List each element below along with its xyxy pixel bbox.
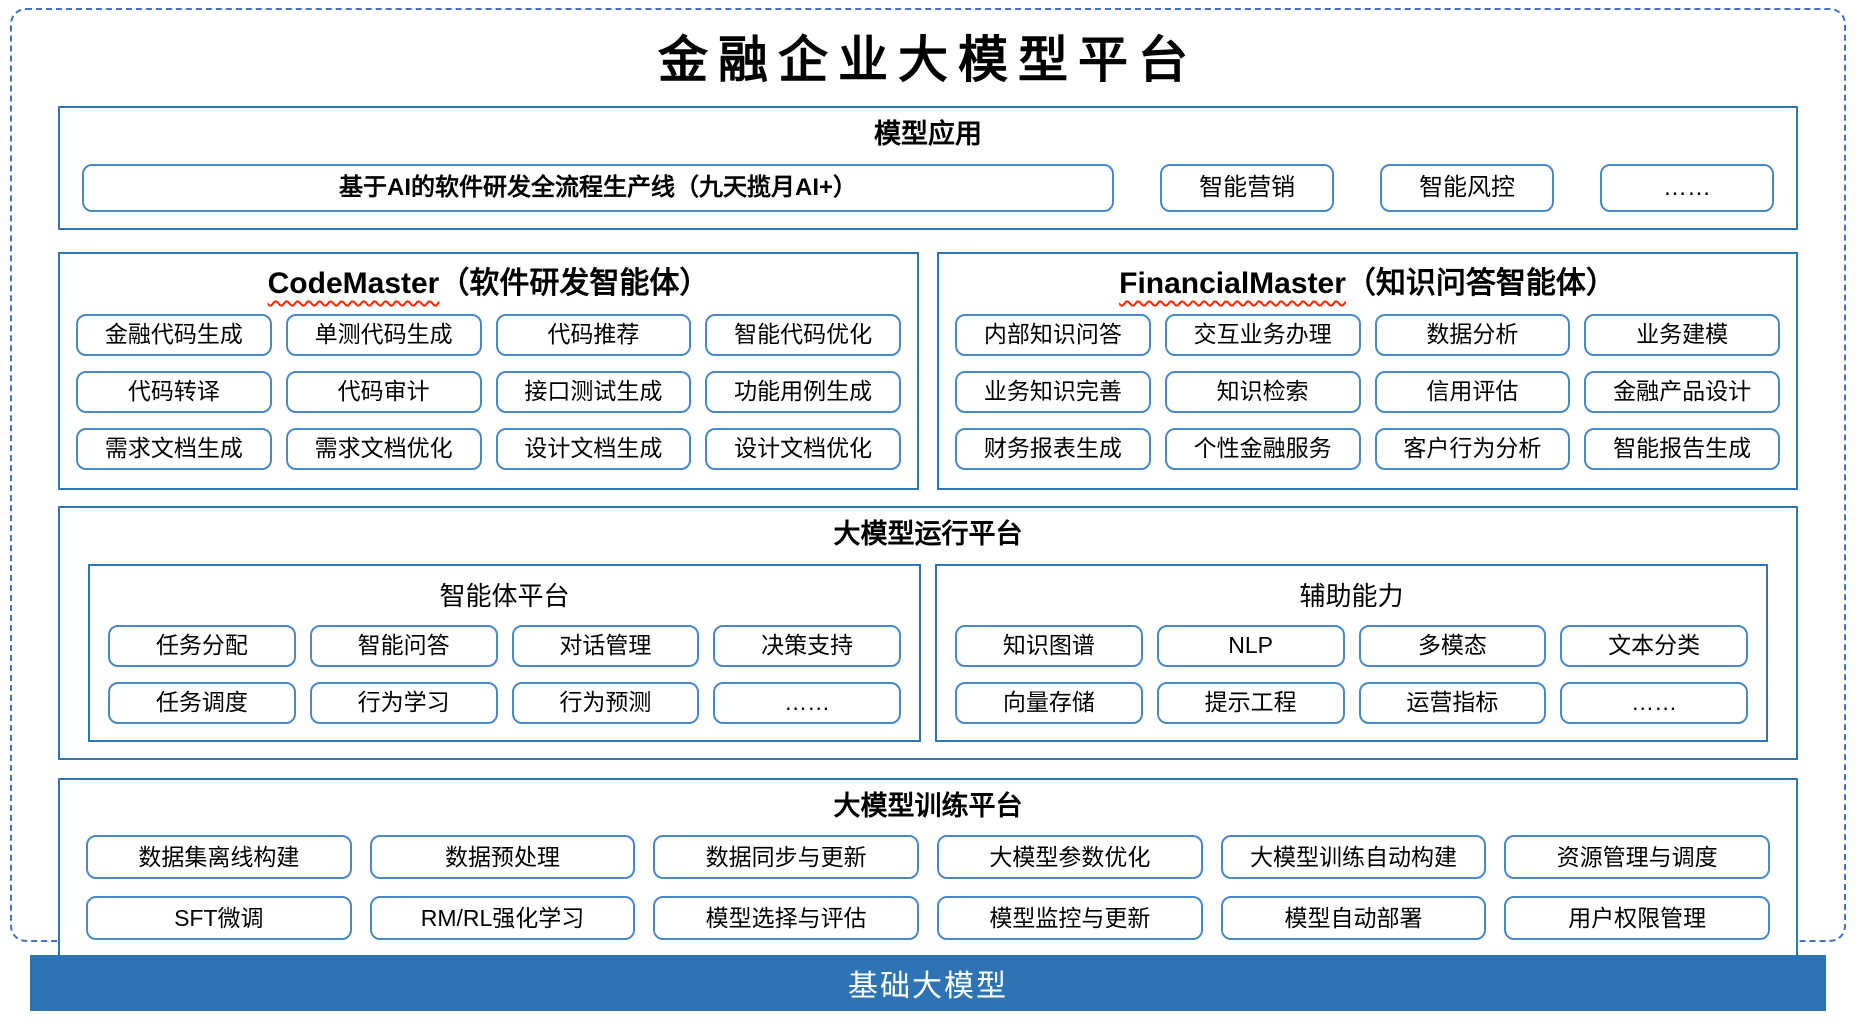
diagram-item: 行为预测 [511, 681, 700, 724]
item-smart-marketing: 智能营销 [1160, 163, 1335, 212]
diagram-item: 对话管理 [511, 624, 700, 667]
codemaster-grid: 金融代码生成 单测代码生成 代码推荐 智能代码优化 代码转译 代码审计 接口测试… [76, 313, 901, 470]
diagram-item: SFT微调 [86, 896, 352, 941]
diagram-item: NLP [1156, 624, 1345, 667]
subsection-agent-platform: 智能体平台 任务分配 智能问答 对话管理 决策支持 任务调度 行为学习 行为预测… [88, 563, 921, 742]
diagram-item: …… [1560, 681, 1748, 724]
diagram-item: 内部知识问答 [955, 313, 1151, 356]
item-smart-risk-control: 智能风控 [1380, 163, 1555, 212]
diagram-item: 知识检索 [1164, 370, 1361, 413]
foundation-model-label: 基础大模型 [848, 970, 1008, 1003]
diagram-item: 数据分析 [1374, 313, 1571, 356]
diagram-item: 智能问答 [309, 624, 498, 667]
diagram-item: 知识图谱 [955, 624, 1143, 667]
diagram-item: 客户行为分析 [1374, 427, 1571, 470]
model-application-row: 基于AI的软件研发全流程生产线（九天揽月AI+） 智能营销 智能风控 …… [74, 163, 1782, 212]
diagram-item: 需求文档优化 [285, 427, 482, 470]
subsection-auxiliary-capability: 辅助能力 知识图谱 NLP 多模态 文本分类 向量存储 提示工程 运营指标 …… [935, 563, 1768, 742]
diagram-item: RM/RL强化学习 [369, 896, 636, 941]
training-platform-title: 大模型训练平台 [833, 790, 1023, 821]
diagram-item: 业务建模 [1584, 313, 1780, 356]
diagram-item: 向量存储 [955, 681, 1143, 724]
model-application-title: 模型应用 [874, 119, 982, 149]
diagram-item: 接口测试生成 [495, 370, 692, 413]
diagram-item: 设计文档生成 [495, 427, 692, 470]
diagram-item: …… [713, 681, 901, 724]
agents-row: CodeMaster（软件研发智能体） 金融代码生成 单测代码生成 代码推荐 智… [58, 251, 1798, 490]
section-codemaster: CodeMaster（软件研发智能体） 金融代码生成 单测代码生成 代码推荐 智… [58, 251, 919, 490]
diagram-item: 代码审计 [285, 370, 482, 413]
codemaster-title: CodeMaster（软件研发智能体） [76, 266, 901, 302]
diagram-item: 提示工程 [1156, 681, 1345, 724]
diagram-item: 金融代码生成 [76, 313, 272, 356]
financialmaster-title-zh: （知识问答智能体） [1345, 266, 1616, 300]
diagram-item: 模型自动部署 [1220, 896, 1487, 941]
diagram-item: 财务报表生成 [955, 427, 1151, 470]
diagram-item: 行为学习 [309, 681, 498, 724]
diagram-item: 设计文档优化 [705, 427, 901, 470]
financialmaster-title: FinancialMaster（知识问答智能体） [955, 266, 1780, 302]
diagram-item: 决策支持 [713, 624, 901, 667]
auxiliary-capability-grid: 知识图谱 NLP 多模态 文本分类 向量存储 提示工程 运营指标 …… [955, 624, 1748, 724]
diagram-item: 单测代码生成 [285, 313, 482, 356]
diagram-item: 数据集离线构建 [86, 835, 352, 880]
diagram-item: 文本分类 [1560, 624, 1748, 667]
section-training-platform: 大模型训练平台 数据集离线构建 数据预处理 数据同步与更新 大模型参数优化 大模… [58, 777, 1798, 961]
diagram-item: 运营指标 [1358, 681, 1547, 724]
financialmaster-grid: 内部知识问答 交互业务办理 数据分析 业务建模 业务知识完善 知识检索 信用评估… [955, 313, 1780, 470]
item-ai-dev-pipeline: 基于AI的软件研发全流程生产线（九天揽月AI+） [82, 163, 1115, 212]
diagram-item: 多模态 [1358, 624, 1547, 667]
codemaster-title-en: CodeMaster [267, 266, 440, 300]
codemaster-title-zh: （软件研发智能体） [439, 266, 710, 300]
training-platform-grid: 数据集离线构建 数据预处理 数据同步与更新 大模型参数优化 大模型训练自动构建 … [86, 835, 1770, 941]
diagram-item: 大模型训练自动构建 [1220, 835, 1487, 880]
item-ellipsis: …… [1600, 163, 1775, 212]
runtime-columns: 智能体平台 任务分配 智能问答 对话管理 决策支持 任务调度 行为学习 行为预测… [88, 563, 1768, 742]
section-runtime-platform: 大模型运行平台 智能体平台 任务分配 智能问答 对话管理 决策支持 任务调度 行… [58, 505, 1798, 760]
runtime-platform-title: 大模型运行平台 [833, 518, 1023, 549]
diagram-item: 模型选择与评估 [653, 896, 919, 941]
section-model-application: 模型应用 基于AI的软件研发全流程生产线（九天揽月AI+） 智能营销 智能风控 … [58, 106, 1798, 230]
outer-dashed-frame: 金融企业大模型平台 模型应用 基于AI的软件研发全流程生产线（九天揽月AI+） … [10, 8, 1846, 961]
financialmaster-title-en: FinancialMaster [1119, 266, 1346, 300]
diagram-item: 任务调度 [108, 681, 296, 724]
diagram-item: 智能报告生成 [1584, 427, 1780, 470]
agent-platform-title: 智能体平台 [439, 580, 570, 611]
diagram-item: 金融产品设计 [1584, 370, 1780, 413]
diagram-item: 需求文档生成 [76, 427, 272, 470]
section-financialmaster: FinancialMaster（知识问答智能体） 内部知识问答 交互业务办理 数… [937, 251, 1798, 490]
diagram-item: 代码推荐 [495, 313, 692, 356]
diagram-item: 数据同步与更新 [653, 835, 919, 880]
diagram-item: 功能用例生成 [705, 370, 901, 413]
diagram-item: 模型监控与更新 [936, 896, 1203, 941]
diagram-item: 代码转译 [76, 370, 272, 413]
diagram-item: 任务分配 [108, 624, 296, 667]
diagram-item: 信用评估 [1374, 370, 1571, 413]
diagram-item: 智能代码优化 [705, 313, 901, 356]
diagram-item: 业务知识完善 [955, 370, 1151, 413]
page-title: 金融企业大模型平台 [658, 30, 1198, 89]
diagram-item: 用户权限管理 [1504, 896, 1770, 941]
foundation-model-bar: 基础大模型 [30, 955, 1826, 1011]
diagram-item: 个性金融服务 [1164, 427, 1361, 470]
auxiliary-capability-title: 辅助能力 [1299, 580, 1404, 611]
diagram-item: 数据预处理 [369, 835, 636, 880]
agent-platform-grid: 任务分配 智能问答 对话管理 决策支持 任务调度 行为学习 行为预测 …… [108, 624, 901, 724]
diagram-item: 资源管理与调度 [1504, 835, 1770, 880]
diagram-item: 交互业务办理 [1164, 313, 1361, 356]
diagram-item: 大模型参数优化 [936, 835, 1203, 880]
